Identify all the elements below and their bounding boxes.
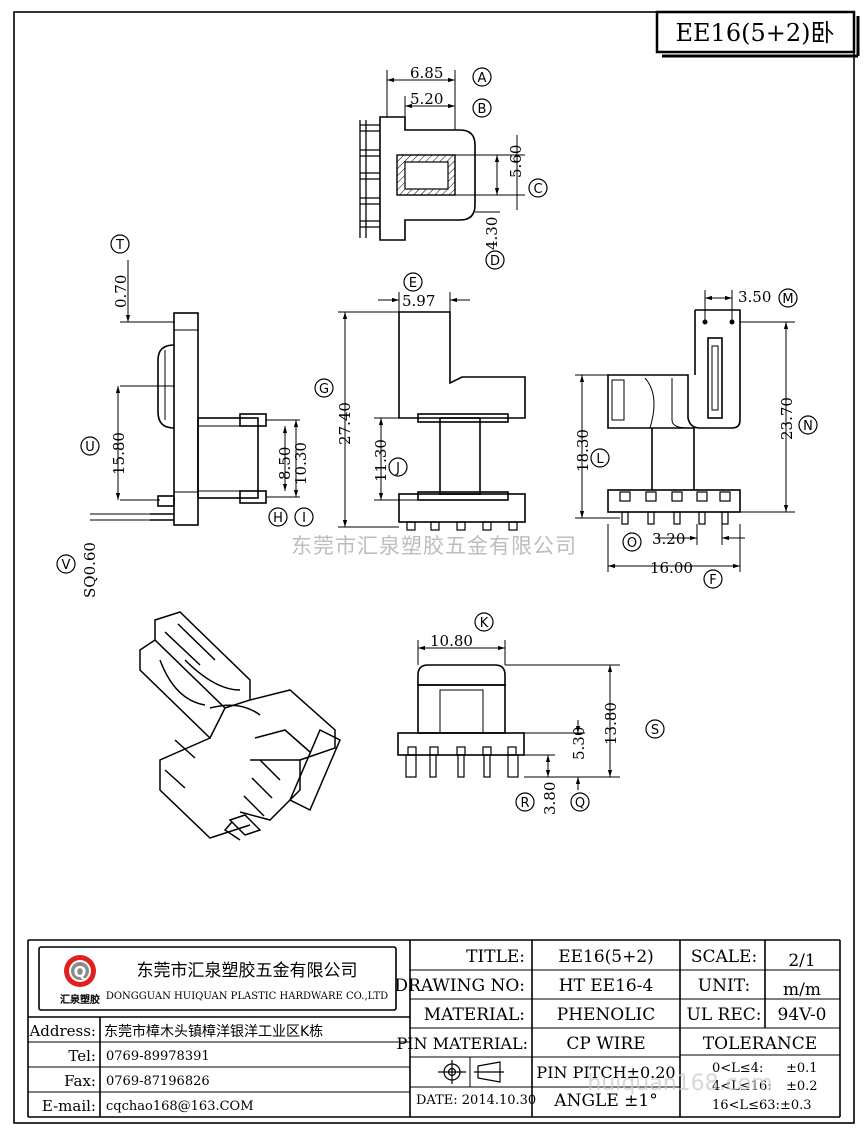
marker-letters: A B C D E F G H I J K L M N O Q R S T U … xyxy=(62,71,813,811)
dim-23-70: 23.70 xyxy=(778,397,796,440)
angle-tolerance: ANGLE ±1° xyxy=(553,1091,657,1111)
company-name-cn: 东莞市汇泉塑胶五金有限公司 xyxy=(137,961,358,981)
watermark-center: 东莞市汇泉塑胶五金有限公司 xyxy=(291,534,577,558)
dim-13-80: 13.80 xyxy=(602,702,620,745)
marker-n: N xyxy=(803,419,813,434)
tol-2-value: ±0.2 xyxy=(786,1079,818,1094)
ul-value: 94V-0 xyxy=(778,1005,827,1025)
company-name-en: DONGGUAN HUIQUAN PLASTIC HARDWARE CO.,LT… xyxy=(106,991,388,1002)
title-block: Q 汇泉塑胶 东莞市汇泉塑胶五金有限公司 DONGGUAN HUIQUAN PL… xyxy=(27,939,841,1118)
dim-16-00: 16.00 xyxy=(650,559,693,577)
marker-u: U xyxy=(85,440,95,455)
drawing-frame xyxy=(13,11,855,1124)
drawing-label: DRAWING NO: xyxy=(394,976,525,996)
markers xyxy=(56,67,818,812)
marker-q: Q xyxy=(575,796,585,811)
tel-label: Tel: xyxy=(68,1047,96,1065)
marker-f: F xyxy=(709,573,716,588)
address-label: Address: xyxy=(28,1022,96,1040)
marker-m: M xyxy=(782,292,793,307)
right-view: 3.50 23.70 18.30 3.20 16.00 xyxy=(574,288,796,577)
front-view: 5.97 27.40 11.30 xyxy=(336,292,526,531)
email-label: E-mail: xyxy=(42,1097,96,1115)
dim-0-70: 0.70 xyxy=(112,275,130,308)
marker-o: O xyxy=(627,536,637,551)
bottom-view: 10.80 13.80 5.30 3.80 xyxy=(397,632,620,815)
dim-5-30: 5.30 xyxy=(570,727,588,760)
fax-value: 0769-87196826 xyxy=(106,1074,210,1089)
top-view: 6.85 5.20 5.60 4.30 xyxy=(359,64,525,250)
marker-g: G xyxy=(319,382,329,397)
ul-label: UL REC: xyxy=(687,1005,762,1025)
logo-letter: Q xyxy=(74,963,87,981)
header-title-box: EE16(5+2)卧 xyxy=(655,10,860,58)
tel-value: 0769-89978391 xyxy=(106,1049,210,1064)
pin-material-label: PIN MATERIAL: xyxy=(396,1034,528,1053)
dim-3-50: 3.50 xyxy=(738,288,771,306)
projection-symbol-icon xyxy=(438,1060,504,1084)
company-box xyxy=(38,946,397,1011)
header-title: EE16(5+2)卧 xyxy=(676,19,835,47)
dim-sq0-60: SQ0.60 xyxy=(81,542,99,598)
isometric-view xyxy=(139,611,341,841)
watermark-corner: huiquan168.com xyxy=(587,1071,772,1096)
dim-6-85: 6.85 xyxy=(410,64,443,82)
marker-s: S xyxy=(651,723,659,738)
tol-1-range: 0<L≤4: xyxy=(712,1061,763,1076)
email-value: cqchao168@163.COM xyxy=(106,1099,254,1114)
dim-18-30: 18.30 xyxy=(574,429,592,472)
side-view: 0.70 15.80 8.50 10.30 SQ0.60 xyxy=(81,260,310,598)
logo-caption: 汇泉塑胶 xyxy=(60,993,100,1006)
address-value: 东莞市樟木头镇樟洋银洋工业区K栋 xyxy=(104,1023,323,1040)
material-value: PHENOLIC xyxy=(557,1005,656,1025)
dim-11-30: 11.30 xyxy=(372,439,390,482)
company-logo: Q 汇泉塑胶 xyxy=(60,955,100,1006)
marker-b: B xyxy=(478,102,487,117)
dim-3-20: 3.20 xyxy=(652,530,685,548)
marker-j: J xyxy=(395,461,400,476)
dim-27-40: 27.40 xyxy=(336,402,354,445)
marker-h: H xyxy=(273,511,283,526)
marker-r: R xyxy=(520,796,529,811)
title-label: TITLE: xyxy=(466,947,525,967)
dim-5-97: 5.97 xyxy=(402,292,435,310)
fax-label: Fax: xyxy=(64,1072,96,1090)
marker-i: I xyxy=(302,511,306,526)
tol-2-range: 4<L≤16: xyxy=(712,1079,772,1094)
dim-5-60: 5.60 xyxy=(507,145,525,178)
dim-8-50: 8.50 xyxy=(276,447,294,480)
dim-15-80: 15.80 xyxy=(110,432,128,475)
title-value: EE16(5+2) xyxy=(558,947,654,967)
marker-t: T xyxy=(115,238,124,253)
pin-material-value: CP WIRE xyxy=(566,1034,645,1054)
scale-label: SCALE: xyxy=(691,947,757,967)
dim-5-20: 5.20 xyxy=(410,90,443,108)
marker-a: A xyxy=(478,71,487,86)
marker-e: E xyxy=(409,276,417,291)
scale-value: 2/1 xyxy=(788,951,815,971)
drawing-value: HT EE16-4 xyxy=(559,976,654,996)
pin-pitch: PIN PITCH±0.20 xyxy=(536,1063,675,1082)
dim-4-30: 4.30 xyxy=(483,217,501,250)
marker-k: K xyxy=(480,616,489,631)
marker-v: V xyxy=(62,558,71,573)
tolerance-label: TOLERANCE xyxy=(703,1034,817,1054)
unit-label: UNIT: xyxy=(698,976,750,996)
dim-3-80: 3.80 xyxy=(541,782,559,815)
marker-d: D xyxy=(490,254,500,269)
tol-1-value: ±0.1 xyxy=(786,1061,818,1076)
drawing-date: DATE: 2014.10.30 xyxy=(416,1093,536,1108)
material-label: MATERIAL: xyxy=(424,1005,525,1025)
dim-10-30: 10.30 xyxy=(292,442,310,485)
marker-l: L xyxy=(596,452,604,467)
marker-c: C xyxy=(533,182,542,197)
tol-3-range: 16<L≤63: xyxy=(712,1098,780,1113)
tol-3-value: ±0.3 xyxy=(780,1098,812,1113)
unit-value: m/m xyxy=(783,980,821,1000)
dim-10-80: 10.80 xyxy=(430,632,473,650)
